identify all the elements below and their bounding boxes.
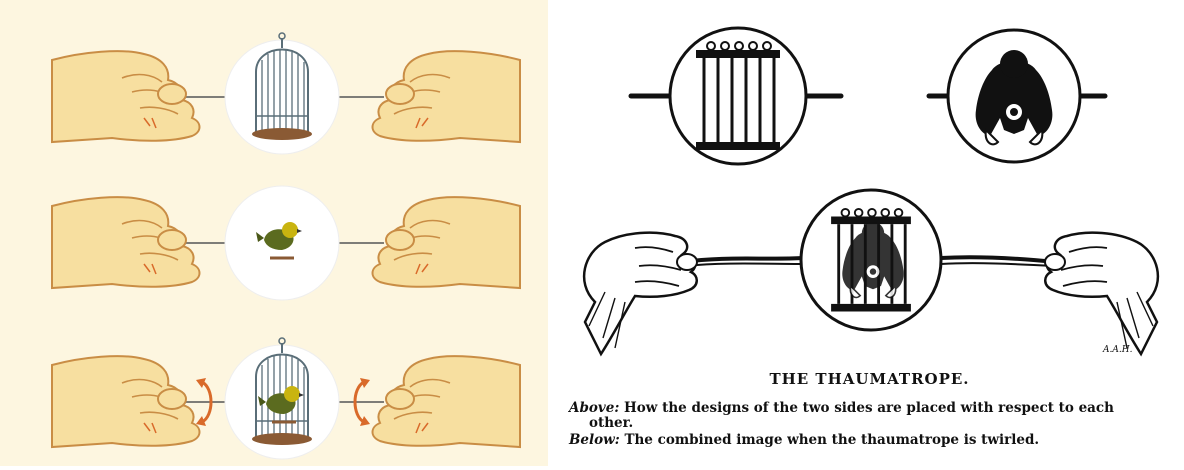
caption-above-text: How the designs of the two sides are pla… (619, 400, 1114, 416)
figure-title: THE THAUMATROPE. (555, 370, 1184, 388)
left-hand (584, 233, 697, 354)
right-hand (1045, 233, 1158, 354)
artist-signature: A.A.H. (1102, 345, 1133, 355)
engraving-panel: A.A.H. THE THAUMATROPE. Above: How the d… (555, 0, 1184, 466)
row-bird (52, 186, 520, 300)
row-bird-in-cage (52, 338, 520, 459)
caption-above: Above: How the designs of the two sides … (569, 401, 1179, 416)
engraving-svg: A.A.H. (555, 0, 1184, 370)
colored-thaumatrope-illustration (0, 0, 548, 466)
caption-above-continuation: other. (589, 416, 1184, 431)
caption-below-label: Below: (569, 432, 620, 448)
twirled-thaumatrope (584, 190, 1158, 354)
colored-illustration-svg (0, 0, 548, 466)
caption-below: Below: The combined image when the thaum… (569, 433, 1179, 448)
caption-above-label: Above: (569, 400, 619, 416)
twisted-string-right (941, 257, 1055, 262)
twisted-string-left (683, 258, 803, 262)
caption-below-text: The combined image when the thaumatrope … (620, 432, 1039, 448)
disc-monkey-side (929, 30, 1105, 162)
disc-cage-side (631, 28, 841, 164)
row-birdcage (52, 33, 520, 154)
